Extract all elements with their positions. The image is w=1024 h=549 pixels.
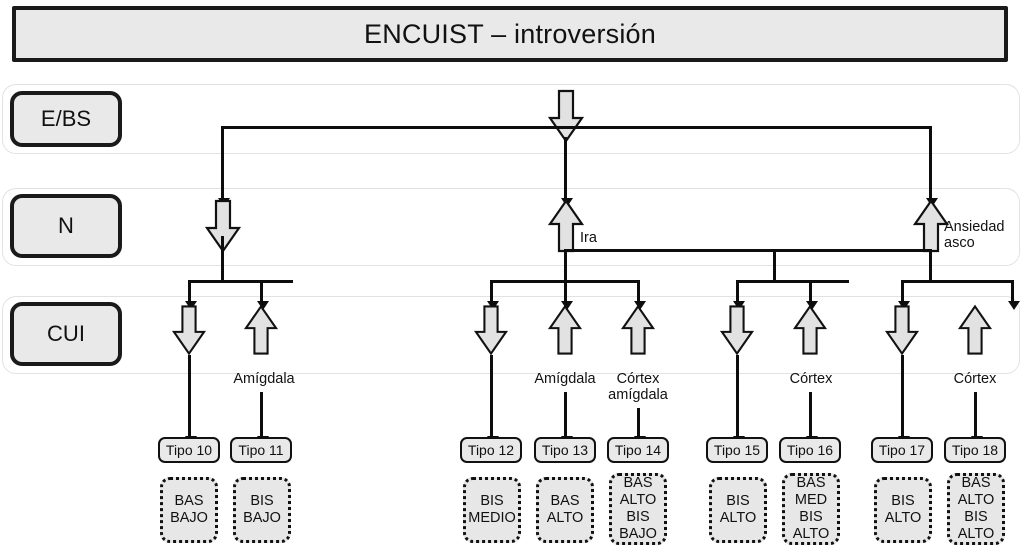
- value-box-17: BIS ALTO: [874, 477, 932, 543]
- arrowhead-tipo11-branch: [257, 301, 269, 310]
- bus-ebs-horizontal: [221, 126, 932, 129]
- page-title: ENCUIST – introversión: [363, 18, 656, 49]
- drop-tipo17: [901, 280, 904, 305]
- value-box-18: BAS ALTO BIS ALTO: [947, 473, 1005, 545]
- drop-tipo16: [809, 280, 812, 305]
- tipo-label-16: Tipo 16: [786, 442, 834, 458]
- level-label-n: N: [10, 194, 122, 258]
- annotation-cortex-1: Córtex: [789, 371, 833, 387]
- stem-tipo10: [188, 355, 191, 440]
- drop-tipo11: [260, 280, 263, 305]
- annotation-ira: Ira: [580, 230, 597, 246]
- bus-n-shared: [564, 249, 932, 252]
- block-arrow-down-ebs: [547, 89, 585, 143]
- stem-tipo12: [490, 355, 493, 440]
- value-box-15: BIS ALTO: [709, 477, 767, 543]
- stem-right-middle-group: [773, 249, 776, 282]
- level-label-cui-text: CUI: [47, 321, 85, 346]
- block-arrow-down-cui-tipo15: [719, 305, 755, 356]
- stem-left-group: [221, 236, 224, 282]
- value-box-16: BAS MED BIS ALTO: [782, 473, 840, 545]
- tipo-label-10: Tipo 10: [165, 442, 213, 458]
- drop-tipo14: [637, 280, 640, 305]
- stem-tipo13: [564, 392, 567, 440]
- stem-tipo17: [901, 355, 904, 440]
- annotation-cortex-amigdala: Córtex amígdala: [608, 371, 668, 404]
- tipo-box-13[interactable]: Tipo 13: [534, 437, 596, 463]
- row-band-n: [2, 188, 1020, 266]
- value-box-13: BAS ALTO: [536, 477, 594, 543]
- block-arrow-up-cui-tipo14: [620, 304, 656, 355]
- row-band-cui: [2, 296, 1020, 374]
- annotation-amigdala-2: Amígdala: [534, 371, 596, 387]
- level-label-cui: CUI: [10, 302, 122, 366]
- block-arrow-down-cui-tipo10: [171, 305, 207, 356]
- tipo-box-14[interactable]: Tipo 14: [607, 437, 669, 463]
- block-arrow-down-cui-tipo17: [884, 305, 920, 356]
- block-arrow-down-cui-tipo12: [473, 305, 509, 356]
- tipo-label-11: Tipo 11: [238, 442, 284, 458]
- arrowhead-tipo13-branch: [561, 301, 573, 310]
- branch-ebs-right: [929, 126, 932, 202]
- annotation-cortex-2: Córtex: [953, 371, 997, 387]
- bus-left-group: [188, 280, 293, 283]
- arrowhead-tipo18-branch: [1008, 301, 1020, 310]
- diagram-title-box: ENCUIST – introversión: [12, 6, 1008, 62]
- block-arrow-up-cui-tipo18: [957, 304, 993, 355]
- arrowhead-tipo16-branch: [806, 301, 818, 310]
- level-label-n-text: N: [58, 213, 74, 238]
- stem-tipo18: [974, 392, 977, 440]
- value-box-11: BIS BAJO: [233, 477, 291, 543]
- block-arrow-up-cui-tipo11: [243, 304, 279, 355]
- drop-tipo12: [490, 280, 493, 305]
- tipo-label-15: Tipo 15: [713, 442, 761, 458]
- stem-tipo15: [736, 355, 739, 440]
- tipo-label-13: Tipo 13: [541, 442, 589, 458]
- drop-tipo15: [736, 280, 739, 305]
- stem-right-group: [929, 249, 932, 282]
- value-box-14: BAS ALTO BIS BAJO: [609, 473, 667, 545]
- annotation-amigdala-1: Amígdala: [233, 371, 295, 387]
- drop-tipo13: [564, 280, 567, 305]
- tipo-label-14: Tipo 14: [614, 442, 662, 458]
- branch-ebs-left: [221, 126, 224, 202]
- stem-tipo16: [809, 392, 812, 440]
- level-label-ebs-text: E/BS: [40, 106, 92, 131]
- block-arrow-down-n-left: [204, 199, 242, 253]
- bus-right-middle-group: [736, 280, 849, 283]
- value-box-10: BAS BAJO: [160, 477, 218, 543]
- tipo-box-11[interactable]: Tipo 11: [230, 437, 292, 463]
- tipo-label-12: Tipo 12: [467, 442, 515, 458]
- branch-ebs-center: [564, 137, 567, 202]
- tipo-box-18[interactable]: Tipo 18: [944, 437, 1006, 463]
- block-arrow-up-cui-tipo16: [792, 304, 828, 355]
- annotation-ansiedad-asco: Ansiedad asco: [944, 219, 1005, 252]
- row-band-ebs: [2, 84, 1020, 154]
- block-arrow-up-n-right: [912, 199, 950, 253]
- drop-tipo10: [188, 280, 191, 305]
- tipo-box-16[interactable]: Tipo 16: [779, 437, 841, 463]
- tipo-box-12[interactable]: Tipo 12: [460, 437, 522, 463]
- tipo-box-17[interactable]: Tipo 17: [871, 437, 933, 463]
- stem-tipo11: [260, 392, 263, 440]
- tipo-box-10[interactable]: Tipo 10: [158, 437, 220, 463]
- stem-tipo14: [637, 408, 640, 440]
- bus-right-group: [901, 280, 1014, 283]
- block-arrow-up-cui-tipo13: [547, 304, 583, 355]
- arrowhead-tipo14-branch: [634, 301, 646, 310]
- stem-middle-group: [564, 249, 567, 282]
- tipo-box-15[interactable]: Tipo 15: [706, 437, 768, 463]
- value-box-12: BIS MEDIO: [463, 477, 521, 543]
- tipo-label-18: Tipo 18: [951, 442, 999, 458]
- block-arrow-up-n-center: [547, 199, 585, 253]
- level-label-ebs: E/BS: [10, 91, 122, 147]
- tipo-label-17: Tipo 17: [878, 442, 926, 458]
- drop-tipo18: [1011, 280, 1014, 305]
